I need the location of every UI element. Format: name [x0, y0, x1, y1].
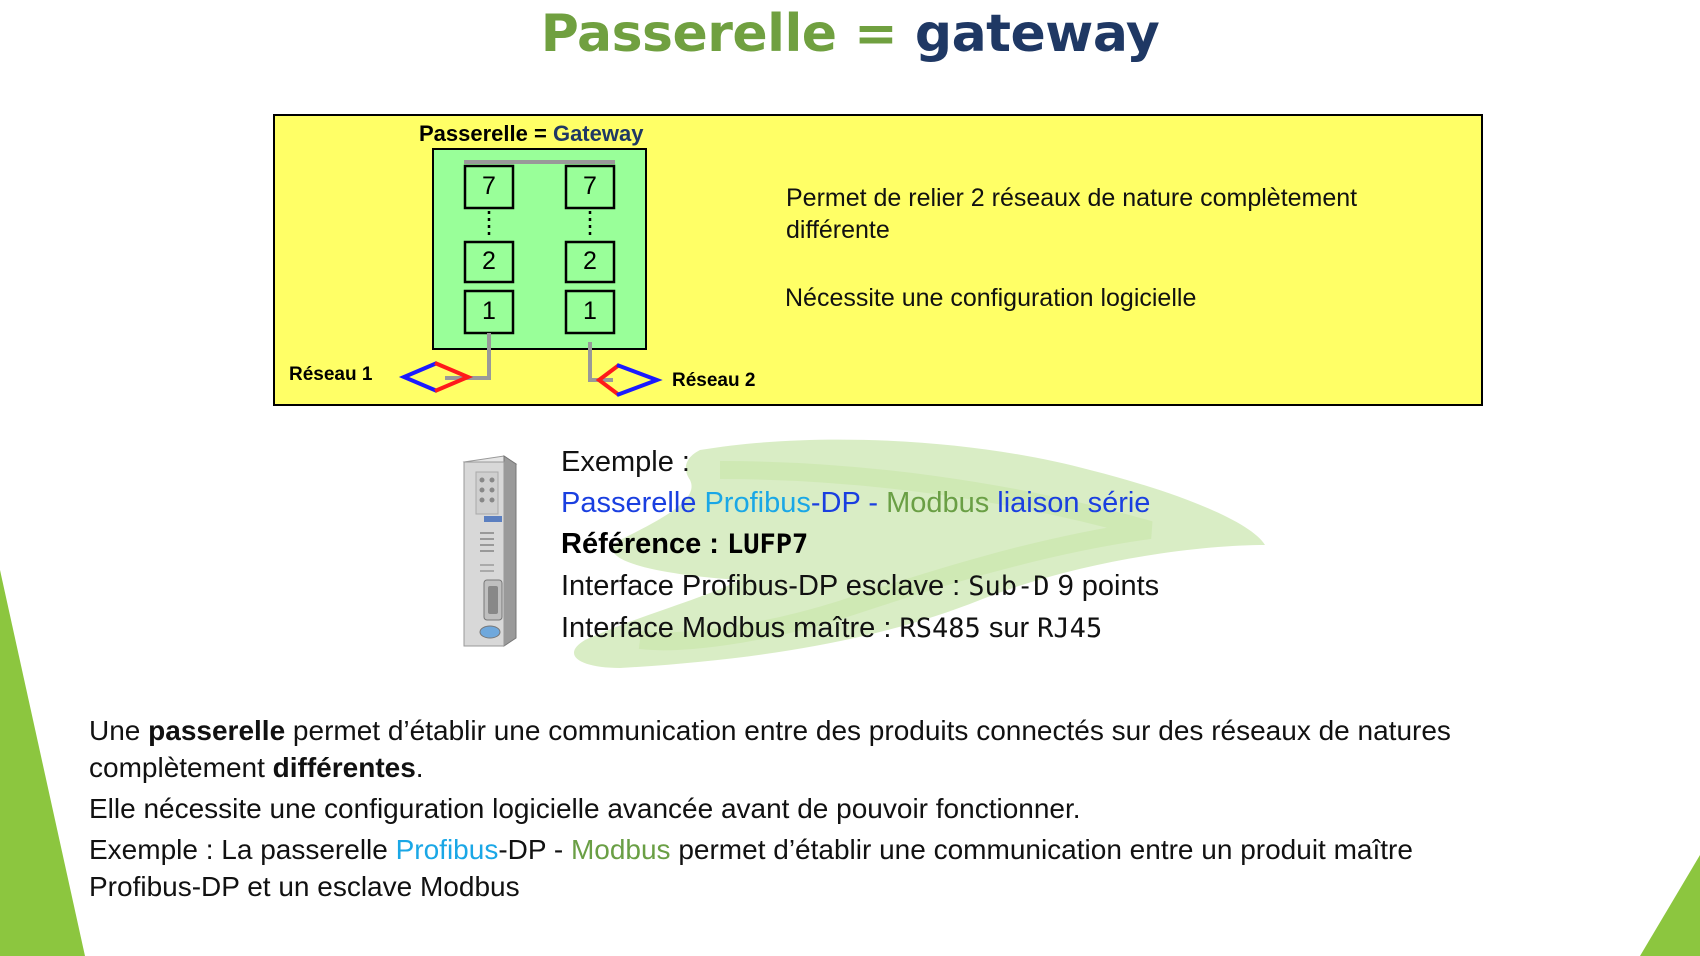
network2-arrow-red: [595, 363, 621, 397]
gateway-diagram: [398, 148, 663, 397]
example-modbus-interface: Interface Modbus maître : RS485 sur RJ45: [561, 612, 1102, 645]
profibus-connector: Sub-D: [968, 571, 1050, 602]
definition-text: .: [415, 752, 424, 783]
definition-text: Une: [89, 715, 149, 746]
modbus-standard: RS485: [899, 613, 981, 644]
product-profibus: Profibus: [704, 487, 811, 519]
network1-arrow-blue: [398, 361, 438, 393]
diagram-description: Permet de relier 2 réseaux de nature com…: [786, 182, 1357, 246]
gateway-device-box: [432, 148, 647, 350]
left-layer-7-label: 7: [482, 172, 496, 200]
right-layer-1-box: [564, 289, 616, 335]
description-line-2: différente: [786, 216, 890, 244]
modbus-interface-label: Interface Modbus maître :: [561, 612, 900, 644]
title-part-gateway: gateway: [914, 4, 1160, 64]
example-text: permet d’établir une communication entre…: [670, 834, 1413, 865]
modbus-on: sur: [980, 612, 1038, 644]
right-layer-7-box: [564, 164, 616, 210]
definition-line-1: Une passerelle permet d’établir une comm…: [89, 712, 1649, 749]
example-text: -DP -: [498, 834, 571, 865]
gateway-device-image: [462, 455, 518, 647]
left-green-wedge: [0, 570, 85, 956]
product-passerelle: Passerelle: [561, 487, 705, 519]
left-layer-2-box: [463, 240, 515, 284]
network2-link: [588, 342, 613, 382]
diagram-heading: Passerelle = Gateway: [419, 121, 643, 147]
example-line-1: Exemple : La passerelle Profibus-DP - Mo…: [89, 831, 1649, 868]
definition-text: complètement: [89, 752, 273, 783]
example-label: Exemple :: [561, 446, 690, 478]
definition-bold-passerelle: passerelle: [148, 715, 286, 746]
brush-stroke-shape: [573, 439, 1265, 668]
title-part-passerelle: Passerelle: [540, 4, 837, 64]
definition-line-2: complètement différentes.: [89, 749, 1649, 786]
product-liaison: liaison série: [989, 487, 1151, 519]
network2-label: Réseau 2: [672, 370, 756, 391]
profibus-interface-label: Interface Profibus-DP esclave :: [561, 570, 969, 602]
right-green-wedge: [1640, 855, 1700, 956]
example-reference: Référence : LUFP7: [561, 528, 808, 561]
diagram-heading-gateway: Gateway: [552, 121, 644, 146]
example-modbus: Modbus: [570, 834, 671, 865]
right-layer-1-label: 1: [583, 297, 597, 325]
network1-link: [445, 333, 491, 380]
example-text: Exemple : La passerelle: [89, 834, 396, 865]
network1-label: Réseau 1: [289, 364, 373, 385]
profibus-points: 9 points: [1049, 570, 1160, 602]
example-profibus: Profibus: [395, 834, 499, 865]
definition-text: permet d’établir une communication entre…: [285, 715, 1451, 746]
diagram-heading-passerelle: Passerelle =: [419, 121, 553, 146]
paragraph-definition: Une passerelle permet d’établir une comm…: [89, 712, 1649, 786]
reference-label: Référence :: [561, 528, 728, 560]
example-profibus-interface: Interface Profibus-DP esclave : Sub-D 9 …: [561, 570, 1159, 603]
product-dp: -DP -: [810, 487, 887, 519]
brush-stroke-shape: [638, 461, 1153, 651]
title-equals: =: [836, 4, 915, 64]
left-layer-2-label: 2: [482, 247, 496, 275]
description-line-1: Permet de relier 2 réseaux de nature com…: [786, 184, 1358, 212]
reference-value: LUFP7: [727, 529, 809, 560]
left-layer-7-box: [463, 164, 515, 210]
example-line-2: Profibus-DP et un esclave Modbus: [89, 871, 520, 902]
definition-bold-differentes: différentes: [272, 752, 416, 783]
paragraph-configuration: Elle nécessite une configuration logicie…: [89, 793, 1081, 824]
right-layer-2-box: [564, 240, 616, 284]
page-title: Passerelle = gateway: [0, 4, 1700, 64]
right-layer-2-label: 2: [583, 247, 597, 275]
right-layer-7-label: 7: [583, 172, 597, 200]
product-modbus: Modbus: [886, 487, 990, 519]
left-layer-1-label: 1: [482, 297, 496, 325]
example-product: Passerelle Profibus-DP - Modbus liaison …: [561, 487, 1150, 520]
network1-arrow-red: [434, 361, 474, 393]
modbus-connector: RJ45: [1037, 613, 1103, 644]
paragraph-example: Exemple : La passerelle Profibus-DP - Mo…: [89, 831, 1649, 905]
network2-arrow-blue: [616, 363, 663, 397]
description-config: Nécessite une configuration logicielle: [785, 284, 1197, 312]
